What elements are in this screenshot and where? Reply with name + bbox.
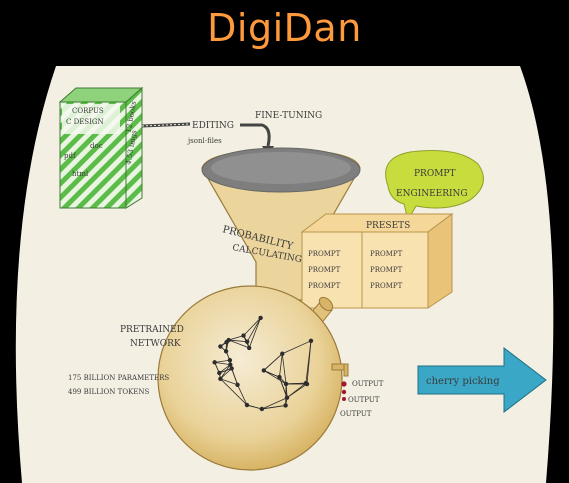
preset-prompt: PROMPT [370,250,403,258]
preset-prompt: PROMPT [370,282,403,290]
network-node [259,316,263,320]
cherry-picking-label: cherry picking [426,376,500,387]
network-node [245,340,249,344]
corpus-editing-connector [142,124,190,126]
corpus-box: CORPUS C DESIGN 12 books 4.53 imgs doc p… [60,88,142,208]
network-node [242,334,246,338]
network-node [213,361,217,365]
network-node [218,371,222,375]
corpus-label: html [72,170,89,178]
network-node [236,383,240,387]
network-node [227,338,231,342]
preset-prompt: PROMPT [308,250,341,258]
network-node [230,367,234,371]
network-node [305,382,309,386]
network-node [280,352,284,356]
network-stat: 175 BILLION PARAMETERS [68,374,169,382]
network-node [219,377,223,381]
network-node [245,403,249,407]
network-stat: 499 BILLION TOKENS [68,388,150,396]
corpus-label: C DESIGN [66,118,104,126]
preset-prompt: PROMPT [308,282,341,290]
network-node [278,375,282,379]
corpus-label: doc [90,142,103,150]
prompt-engineering-label: ENGINEERING [396,189,468,199]
network-node [284,404,288,408]
output-label: OUTPUT [352,380,384,388]
presets-label: PRESETS [366,221,410,231]
output-label: OUTPUT [348,396,380,404]
network-label: NETWORK [130,339,181,349]
network-label: PRETRAINED [120,325,184,335]
network-node [309,339,313,343]
editing-sublabel: jsonl-files [187,137,222,145]
network-node [219,345,223,349]
network-node [260,407,264,411]
fine-tuning-label: FINE-TUNING [255,111,322,121]
network-node [228,358,232,362]
network-node [285,396,289,400]
output-label: OUTPUT [340,410,372,418]
network-node [247,346,251,350]
network-node [224,349,228,353]
pretrained-network-flask [158,286,342,470]
preset-prompt: PROMPT [308,266,341,274]
preset-prompt: PROMPT [370,266,403,274]
network-node [262,369,266,373]
network-node [284,382,288,386]
corpus-label: pdf [64,152,77,160]
network-node [228,363,232,367]
corpus-label: CORPUS [72,107,104,115]
editing-label: EDITING [192,121,234,131]
prompt-engineering-label: PROMPT [414,169,455,179]
